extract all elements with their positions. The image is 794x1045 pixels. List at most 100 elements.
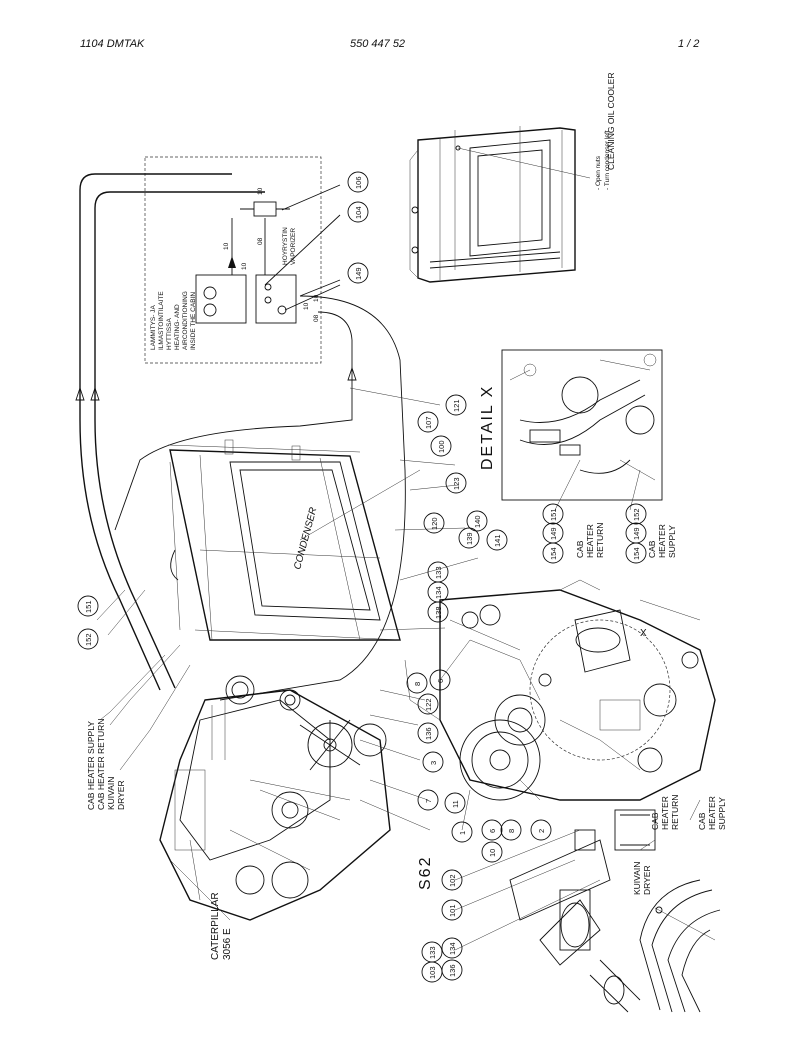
balloon-107: 107 [417,411,439,433]
svg-text:122: 122 [424,698,433,711]
kuivain-label: KUIVAIN [106,777,116,810]
dryer-fitting [509,809,721,1013]
note-turn-condenser: - Turn condenser left [604,130,611,190]
svg-text:100: 100 [437,440,446,453]
svg-text:149: 149 [632,527,641,540]
balloon-122: 122 [417,693,439,715]
svg-text:08: 08 [313,314,320,322]
condenser-unit [167,439,401,641]
svg-text:141: 141 [493,534,502,547]
svg-text:ILMASTOINTILAITE: ILMASTOINTILAITE [158,291,165,350]
part-number: 550 447 52 [350,38,406,50]
svg-text:HEATING- AND: HEATING- AND [174,304,181,350]
balloon-101: 101 [441,899,463,921]
svg-text:3056 E: 3056 E [222,928,233,960]
balloon-133-b: 133 [421,941,443,963]
svg-text:138: 138 [434,606,443,619]
balloon-149-a: 149 [542,522,564,544]
balloon-100: 100 [430,435,452,457]
svg-text:10: 10 [303,302,310,310]
svg-text:LAMMITYS- JA: LAMMITYS- JA [150,305,157,350]
svg-text:HEATER: HEATER [707,796,717,830]
svg-text:102: 102 [448,874,457,887]
svg-text:134: 134 [434,586,443,599]
balloon-149: 149 [347,262,369,284]
balloon-121: 121 [445,394,467,416]
balloon-3: 3 [422,751,444,773]
cab-heater-supply-label: CAB HEATER SUPPLY [86,721,96,810]
svg-text:11: 11 [451,800,460,808]
svg-text:136: 136 [448,964,457,977]
svg-text:152: 152 [84,633,93,646]
balloon-8-b: 8 [500,819,522,841]
balloon-1: 1 [451,821,473,843]
svg-text:120: 120 [430,517,439,530]
svg-text:AIRCONDITIONING: AIRCONDITIONING [182,291,189,350]
svg-text:RETURN: RETURN [595,523,605,558]
svg-text:CAB: CAB [650,812,660,830]
condenser-cleaning-view [409,126,591,283]
svg-text:KUIVAIN: KUIVAIN [632,862,642,895]
svg-text:INSIDE THE CABIN: INSIDE THE CABIN [190,292,197,350]
svg-text:CAB: CAB [697,812,707,830]
svg-text:HOYRYSTIN: HOYRYSTIN [282,227,289,265]
x-mark: X [640,628,647,639]
engine-label: CATERPILLAR 3056 E [210,892,233,960]
svg-text:151: 151 [84,600,93,613]
svg-text:140: 140 [473,515,482,528]
svg-text:149: 149 [354,267,363,280]
balloon-104: 104 [347,201,369,223]
cab-heater-return-label: CAB HEATER RETURN [96,719,106,810]
svg-text:SUPPLY: SUPPLY [667,525,677,558]
svg-text:HYTTISSA: HYTTISSA [166,318,173,350]
page-number: 1 / 2 [678,38,700,50]
svg-text:6: 6 [488,829,497,833]
svg-text:152: 152 [632,508,641,521]
detail-x-view [501,349,663,501]
dryer-label: DRYER [116,780,126,810]
svg-text:3: 3 [429,761,438,765]
balloon-152: 152 [77,628,99,650]
cleaning-oil-cooler-label: CLEANING OIL COOLER [606,73,616,170]
balloon-103: 103 [421,961,443,983]
svg-text:151: 151 [549,508,558,521]
svg-text:154: 154 [549,547,558,560]
bottom-right-labels: CAB HEATER RETURN CAB HEATER SUPPLY KUIV… [632,795,727,895]
balloon-7: 7 [417,789,439,811]
svg-text:103: 103 [428,966,437,979]
svg-text:7: 7 [424,799,433,803]
s62-label: S62 [417,856,434,890]
balloon-106: 106 [347,171,369,193]
svg-text:133: 133 [434,566,443,579]
balloon-151-a: 151 [542,503,564,525]
leader-lines [96,459,601,951]
svg-text:10: 10 [488,849,497,857]
svg-text:10: 10 [257,187,264,195]
left-labels: CAB HEATER SUPPLY CAB HEATER RETURN KUIV… [86,644,191,810]
balloon-group: 106 104 149 121 107 100 123 120 139 140 … [77,171,647,983]
condenser-label: CONDENSER [292,506,319,571]
detail-x-title: DETAIL X [479,385,496,470]
balloon-8-a: 8 [406,672,428,694]
svg-text:8: 8 [413,682,422,686]
svg-text:10: 10 [241,262,248,270]
cabin-box-text: LAMMITYS- JA ILMASTOINTILAITE HYTTISSA H… [150,187,320,350]
balloon-120: 120 [423,512,445,534]
balloon-102: 102 [441,869,463,891]
note-open-nuts: - Open nuts [595,155,602,190]
svg-text:134: 134 [448,942,457,955]
balloon-133: 133 [427,561,449,583]
svg-text:HEATER: HEATER [585,524,595,558]
balloon-134: 134 [427,581,449,603]
balloon-151: 151 [77,595,99,617]
balloon-11: 11 [444,792,466,814]
detail-x-labels: CAB HEATER RETURN CAB HEATER SUPPLY [554,459,677,558]
svg-text:CAB: CAB [575,540,585,558]
svg-text:6: 6 [436,679,445,683]
engine [159,675,391,921]
balloon-136: 136 [417,722,439,744]
svg-text:149: 149 [549,527,558,540]
svg-text:VAPORIZER: VAPORIZER [290,228,297,265]
balloon-139: 139 [458,527,480,549]
